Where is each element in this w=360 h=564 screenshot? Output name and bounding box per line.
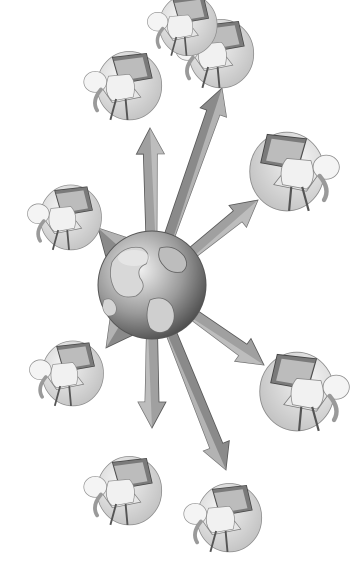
arrow-highlight [163, 88, 227, 268]
arrow-highlight [150, 128, 165, 265]
person-at-computer-icon [183, 483, 263, 553]
arrow-highlight [154, 305, 226, 470]
person-at-computer-icon [147, 0, 218, 57]
person-at-computer-icon [27, 184, 102, 251]
person-at-computer-icon [83, 51, 163, 121]
person-at-computer-icon [83, 456, 163, 526]
figures [27, 0, 350, 553]
globe-icon [97, 230, 207, 340]
person-at-computer-icon [249, 131, 340, 212]
person-at-computer-icon [259, 351, 350, 432]
person-at-computer-icon [29, 340, 104, 407]
arrow-highlight [138, 305, 152, 428]
